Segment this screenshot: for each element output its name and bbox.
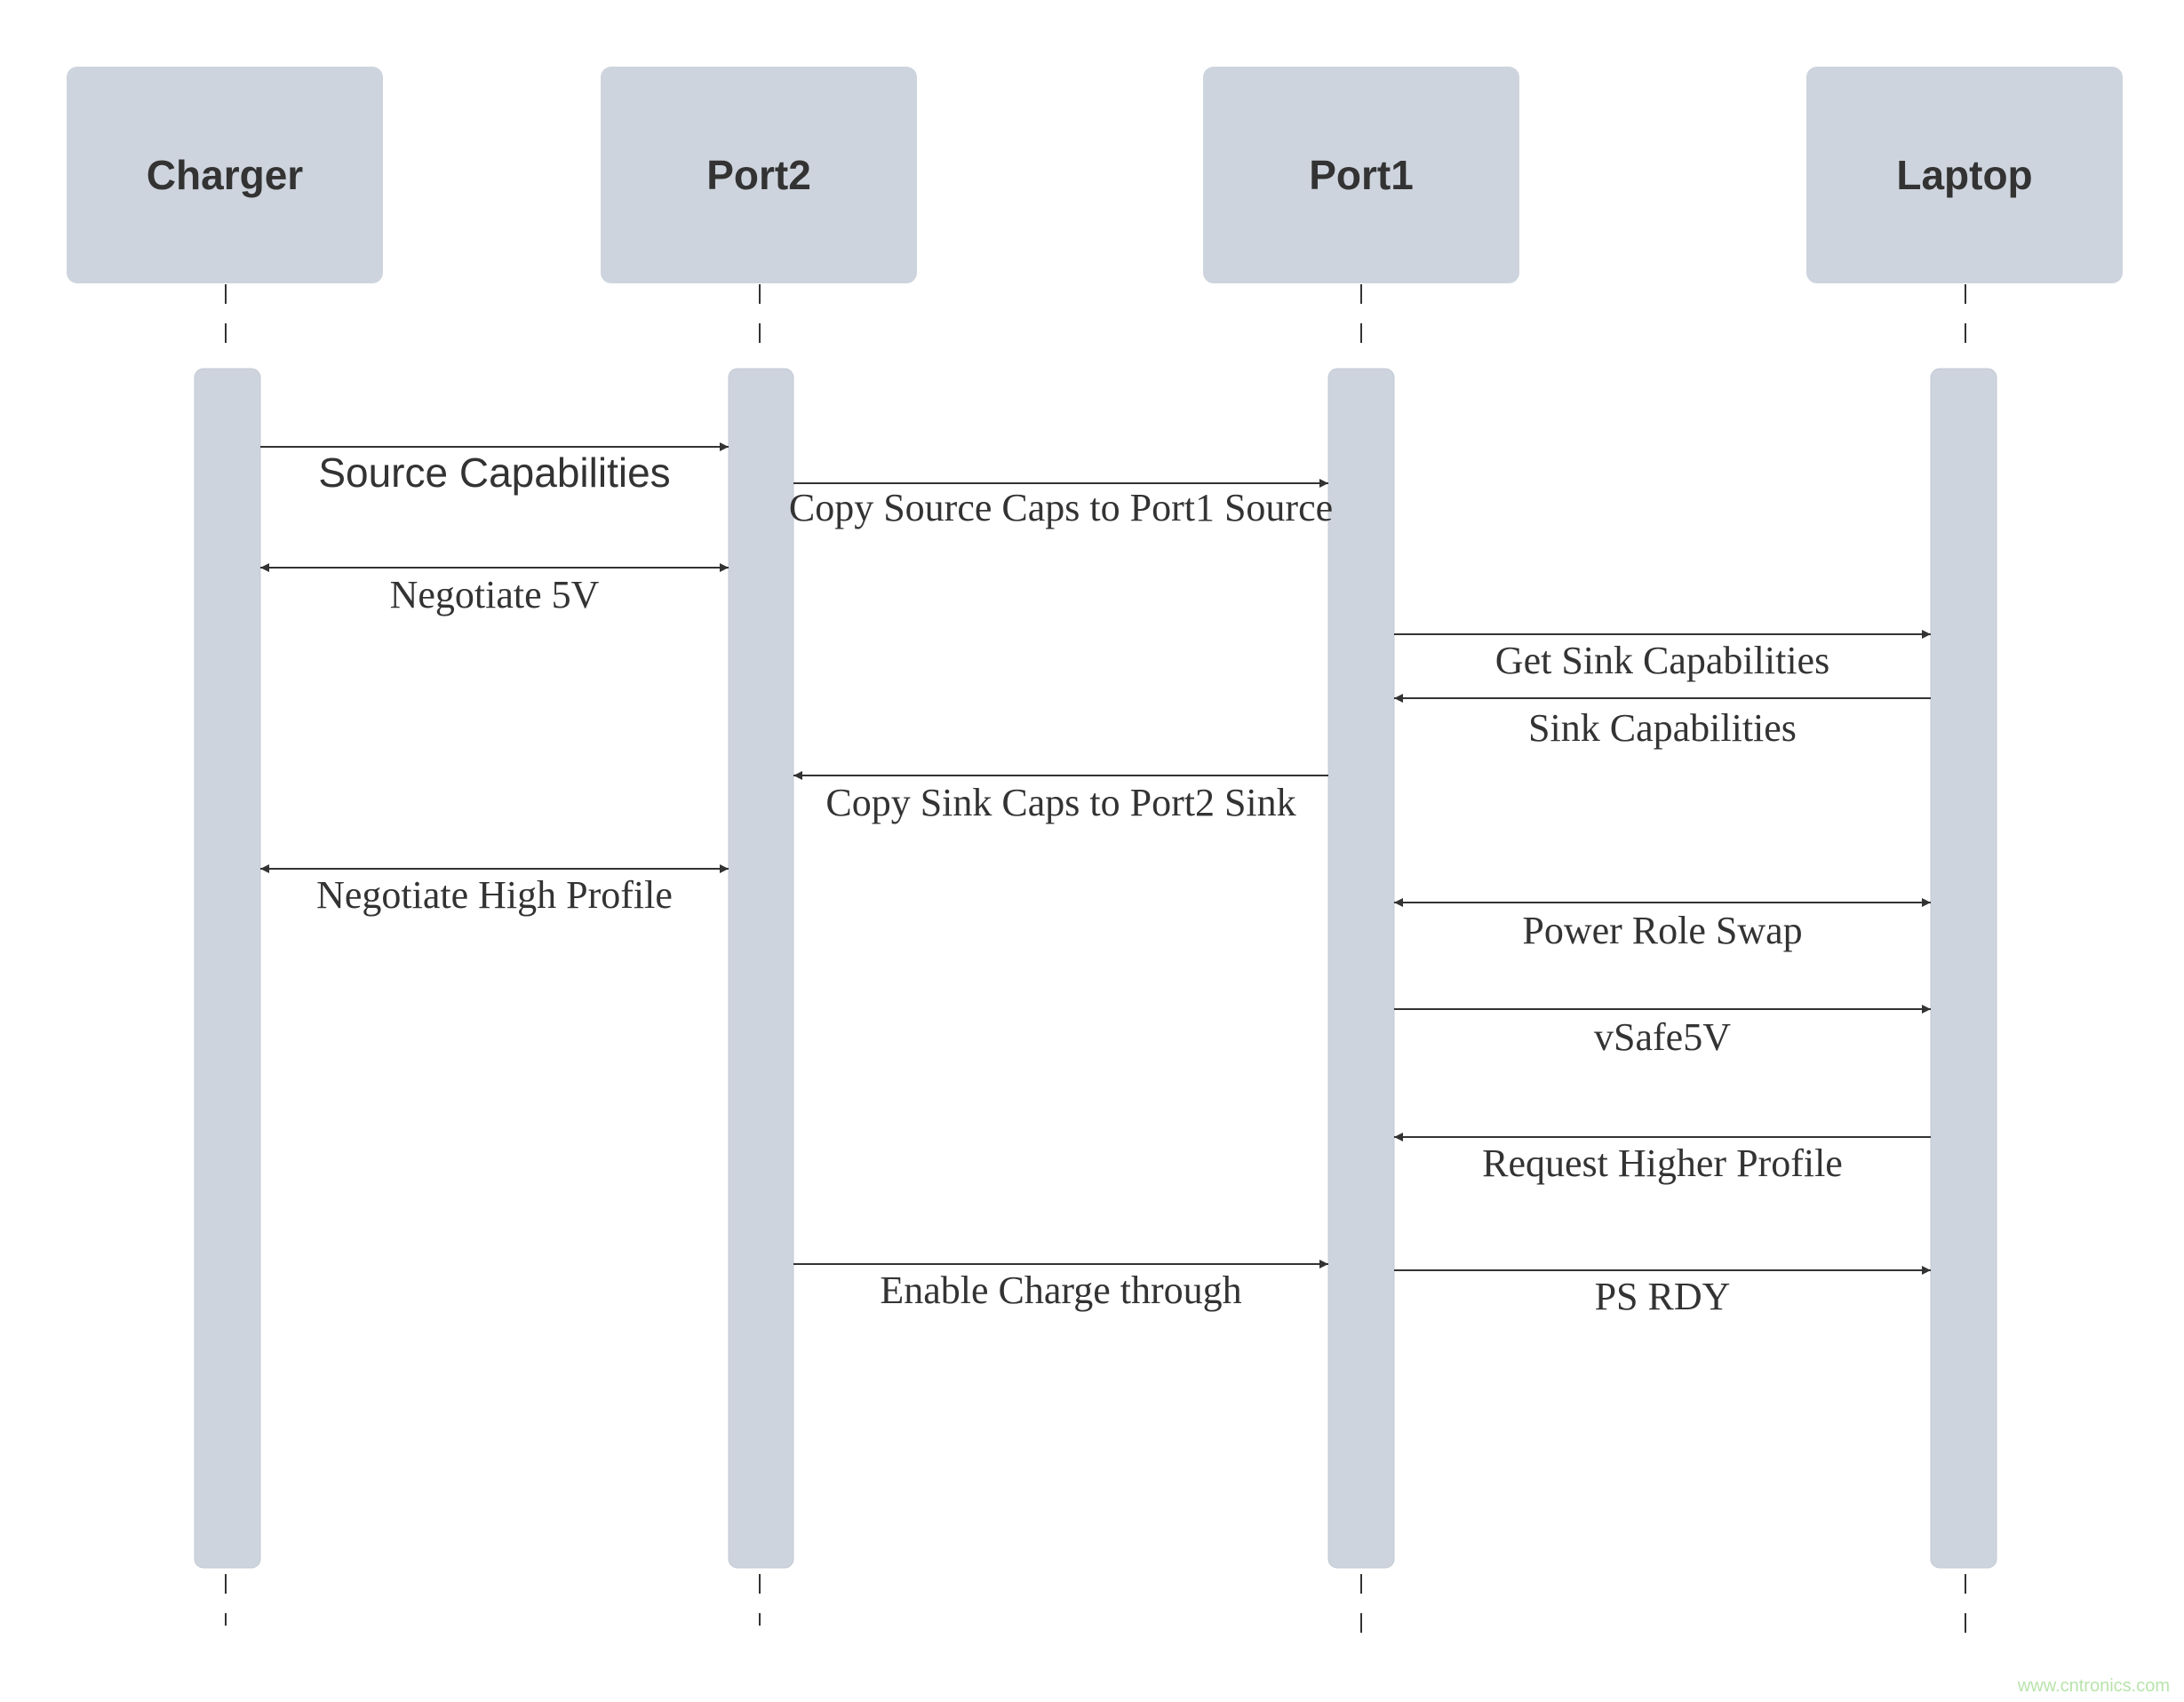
message-label-9: vSafe5V xyxy=(1594,1015,1731,1059)
message-label-7: Negotiate High Profile xyxy=(316,873,673,917)
activation-bar-laptop xyxy=(1930,368,1997,1569)
message-label-3: Negotiate 5V xyxy=(390,573,600,616)
participant-laptop: Laptop xyxy=(1806,67,2123,283)
watermark: www.cntronics.com xyxy=(2017,1676,2170,1696)
participant-port2: Port2 xyxy=(601,67,917,283)
participant-charger-label: Charger xyxy=(146,152,304,198)
message-label-4: Get Sink Capabilities xyxy=(1495,639,1829,682)
activation-bar-port2 xyxy=(728,368,794,1569)
activation-bar-port1 xyxy=(1327,368,1395,1569)
message-label-8: Power Role Swap xyxy=(1522,909,1802,952)
participant-port1-label: Port1 xyxy=(1309,152,1414,198)
participant-laptop-label: Laptop xyxy=(1896,152,2033,198)
message-label-12: PS RDY xyxy=(1595,1275,1731,1318)
participant-port2-label: Port2 xyxy=(706,152,811,198)
message-label-2: Copy Source Caps to Port1 Source xyxy=(789,486,1333,529)
activation-bar-charger xyxy=(194,368,261,1569)
participant-charger: Charger xyxy=(67,67,383,283)
message-label-11: Enable Charge through xyxy=(880,1269,1241,1312)
message-label-10: Request Higher Profile xyxy=(1482,1141,1843,1185)
message-label-5: Sink Capabilities xyxy=(1528,706,1797,750)
participant-port1: Port1 xyxy=(1203,67,1519,283)
message-label-6: Copy Sink Caps to Port2 Sink xyxy=(825,781,1295,824)
message-label-1: Source Capabilities xyxy=(318,449,670,496)
